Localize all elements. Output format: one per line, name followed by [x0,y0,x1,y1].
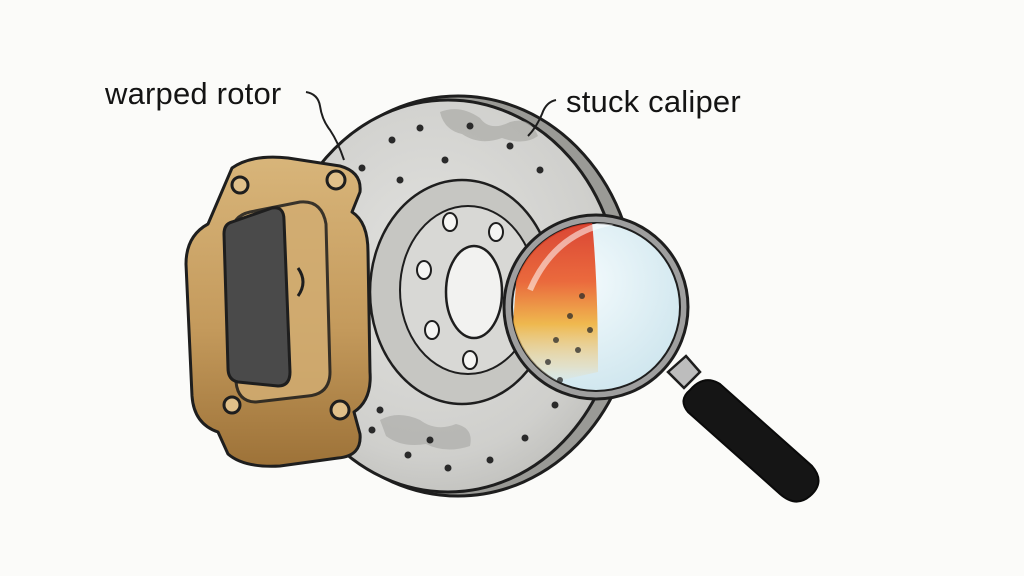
stuck-caliper-leader-line [527,99,557,137]
stuck-caliper-label: stuck caliper [566,84,741,119]
magnifying-glass-icon [502,213,820,503]
warped-rotor-leader-line [305,91,345,161]
brake-caliper-icon [184,155,372,468]
warped-rotor-label: warped rotor [105,76,282,111]
